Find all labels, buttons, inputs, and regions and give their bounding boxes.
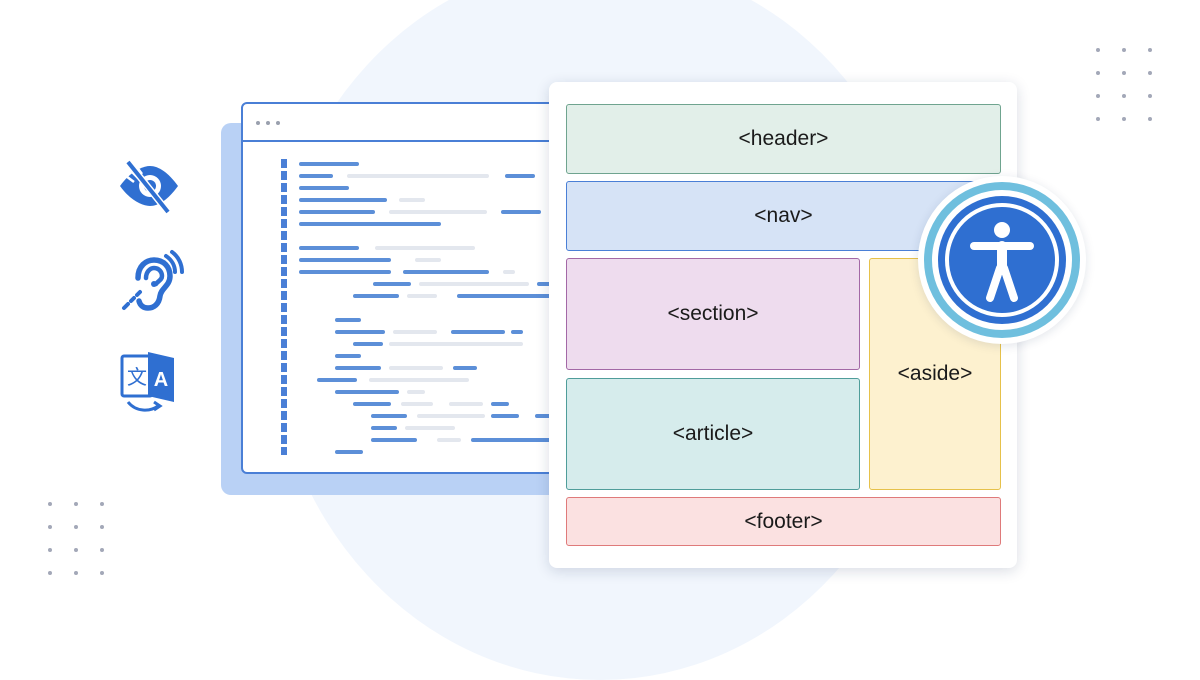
code-line — [335, 354, 361, 358]
code-line — [403, 270, 489, 274]
code-line — [453, 366, 477, 370]
window-dot — [266, 121, 270, 125]
code-line — [335, 390, 399, 394]
footer-region: <footer> — [566, 497, 1001, 546]
code-line — [299, 198, 387, 202]
code-line — [415, 258, 441, 262]
accessibility-badge — [918, 176, 1086, 344]
code-line — [347, 174, 489, 178]
code-line — [505, 174, 535, 178]
code-line — [371, 414, 407, 418]
editor-title-bar — [243, 104, 579, 142]
code-line — [449, 402, 483, 406]
accessibility-icon — [924, 182, 1080, 338]
eye-slash-icon — [112, 150, 184, 222]
code-line — [335, 330, 385, 334]
code-line — [407, 390, 425, 394]
code-line — [491, 414, 519, 418]
code-line — [419, 282, 529, 286]
code-line — [353, 402, 391, 406]
code-line — [389, 342, 523, 346]
code-line — [371, 426, 397, 430]
code-line — [407, 294, 437, 298]
code-line — [451, 330, 505, 334]
code-line — [369, 378, 469, 382]
line-number-gutter — [281, 159, 287, 455]
code-line — [335, 366, 381, 370]
code-line — [371, 438, 417, 442]
code-editor-window — [241, 102, 581, 474]
code-line — [503, 270, 515, 274]
translate-icon: 文 A — [112, 346, 184, 418]
code-line — [437, 438, 461, 442]
code-line — [299, 222, 441, 226]
hearing-impaired-icon — [112, 248, 184, 320]
header-region: <header> — [566, 104, 1001, 174]
code-line — [299, 210, 375, 214]
code-line — [317, 378, 357, 382]
code-line — [299, 270, 391, 274]
decorative-dot-grid-bottom-left — [48, 502, 104, 575]
code-line — [373, 282, 411, 286]
code-line — [511, 330, 523, 334]
code-line — [491, 402, 509, 406]
code-line — [335, 450, 363, 454]
decorative-dot-grid-top-right — [1096, 48, 1152, 121]
code-line — [457, 294, 577, 298]
window-dot — [256, 121, 260, 125]
code-line — [299, 186, 349, 190]
code-line — [405, 426, 455, 430]
code-line — [299, 258, 391, 262]
code-line — [471, 438, 577, 442]
code-line — [353, 342, 383, 346]
article-region: <article> — [566, 378, 860, 490]
code-line — [417, 414, 485, 418]
code-line — [389, 210, 487, 214]
svg-text:文: 文 — [127, 365, 147, 389]
code-line — [335, 318, 361, 322]
svg-text:A: A — [154, 369, 168, 391]
code-line — [375, 246, 475, 250]
code-line — [299, 162, 359, 166]
code-line — [501, 210, 541, 214]
code-line — [389, 366, 443, 370]
code-line — [399, 198, 425, 202]
code-line — [401, 402, 433, 406]
code-line — [299, 174, 333, 178]
code-line — [393, 330, 437, 334]
section-region: <section> — [566, 258, 860, 370]
code-line — [353, 294, 399, 298]
window-dot — [276, 121, 280, 125]
code-line — [299, 246, 359, 250]
